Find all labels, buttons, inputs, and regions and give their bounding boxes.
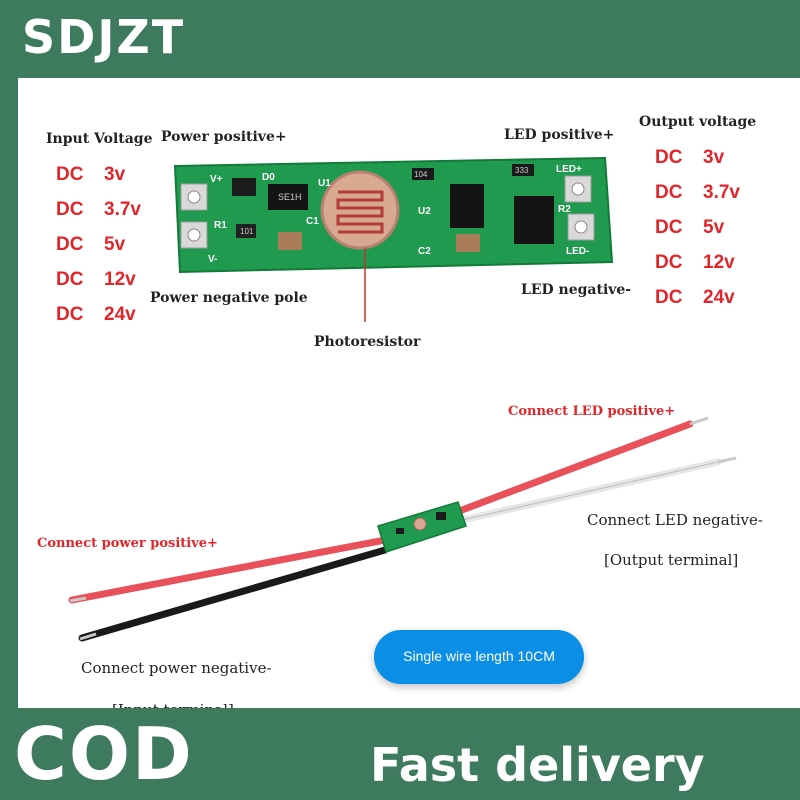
pad-led-plus <box>564 175 592 203</box>
silk-u1: U1 <box>318 178 331 189</box>
power-positive-label: Power positive+ <box>161 129 287 145</box>
cod-label: COD <box>14 712 194 796</box>
wire-length-text: Single wire length 10CM <box>403 648 555 664</box>
connect-power-negative-label: Connect power negative- <box>81 659 272 677</box>
led-positive-label: LED positive+ <box>504 127 615 143</box>
mosfet <box>514 196 554 244</box>
output-voltage-heading: Output voltage <box>639 114 757 130</box>
silk-v-plus: V+ <box>210 174 223 185</box>
power-negative-pole-label: Power negative pole <box>150 290 308 306</box>
connect-power-positive-label: Connect power positive+ <box>37 536 218 551</box>
wire-length-badge: Single wire length 10CM <box>374 630 584 684</box>
connect-led-negative-label: Connect LED negative- <box>587 511 763 529</box>
diode-d0 <box>232 178 256 196</box>
silk-r2: R2 <box>558 204 571 215</box>
photoresistor <box>320 170 400 250</box>
capacitor-c2 <box>456 234 480 252</box>
brand-name: SDJZT <box>22 10 186 64</box>
wire-led-positive <box>458 420 694 514</box>
capacitor-c1 <box>278 232 302 250</box>
silk-r1: R1 <box>214 220 227 231</box>
pcb-board: V+ V- D0 SE1H 101 R1 C1 U1 104 U2 C2 333… <box>173 156 614 274</box>
fast-delivery-label: Fast delivery <box>370 738 705 792</box>
silk-c1: C1 <box>306 216 319 227</box>
silk-d0: D0 <box>262 172 275 183</box>
silk-u2: U2 <box>418 206 431 217</box>
resistor-333 <box>512 164 534 176</box>
wire-power-negative <box>78 546 389 642</box>
resistor-101 <box>236 224 256 238</box>
silk-v-minus: V- <box>208 254 217 265</box>
wire-power-positive <box>68 536 389 604</box>
input-voltage-heading: Input Voltage <box>46 131 153 147</box>
silk-led-minus: LED- <box>566 246 589 257</box>
brand-tab <box>0 0 240 76</box>
led-negative-label: LED negative- <box>521 282 632 298</box>
silk-res-104: 104 <box>414 170 428 179</box>
connect-led-positive-label: Connect LED positive+ <box>508 404 676 419</box>
resistor-104 <box>412 168 434 180</box>
cod-tab <box>0 708 218 800</box>
silk-chip-code: SE1H <box>278 192 302 202</box>
output-terminal-label: [Output terminal] <box>604 551 739 569</box>
silk-res-101: 101 <box>240 227 254 236</box>
silk-led-plus: LED+ <box>556 164 582 175</box>
chip-u2 <box>450 184 484 228</box>
chip-u1 <box>268 184 308 210</box>
silk-c2: C2 <box>418 246 431 257</box>
mini-photoresistor <box>413 517 427 531</box>
silk-res-333: 333 <box>515 166 529 175</box>
photoresistor-label: Photoresistor <box>314 334 421 350</box>
wired-module <box>68 416 737 642</box>
